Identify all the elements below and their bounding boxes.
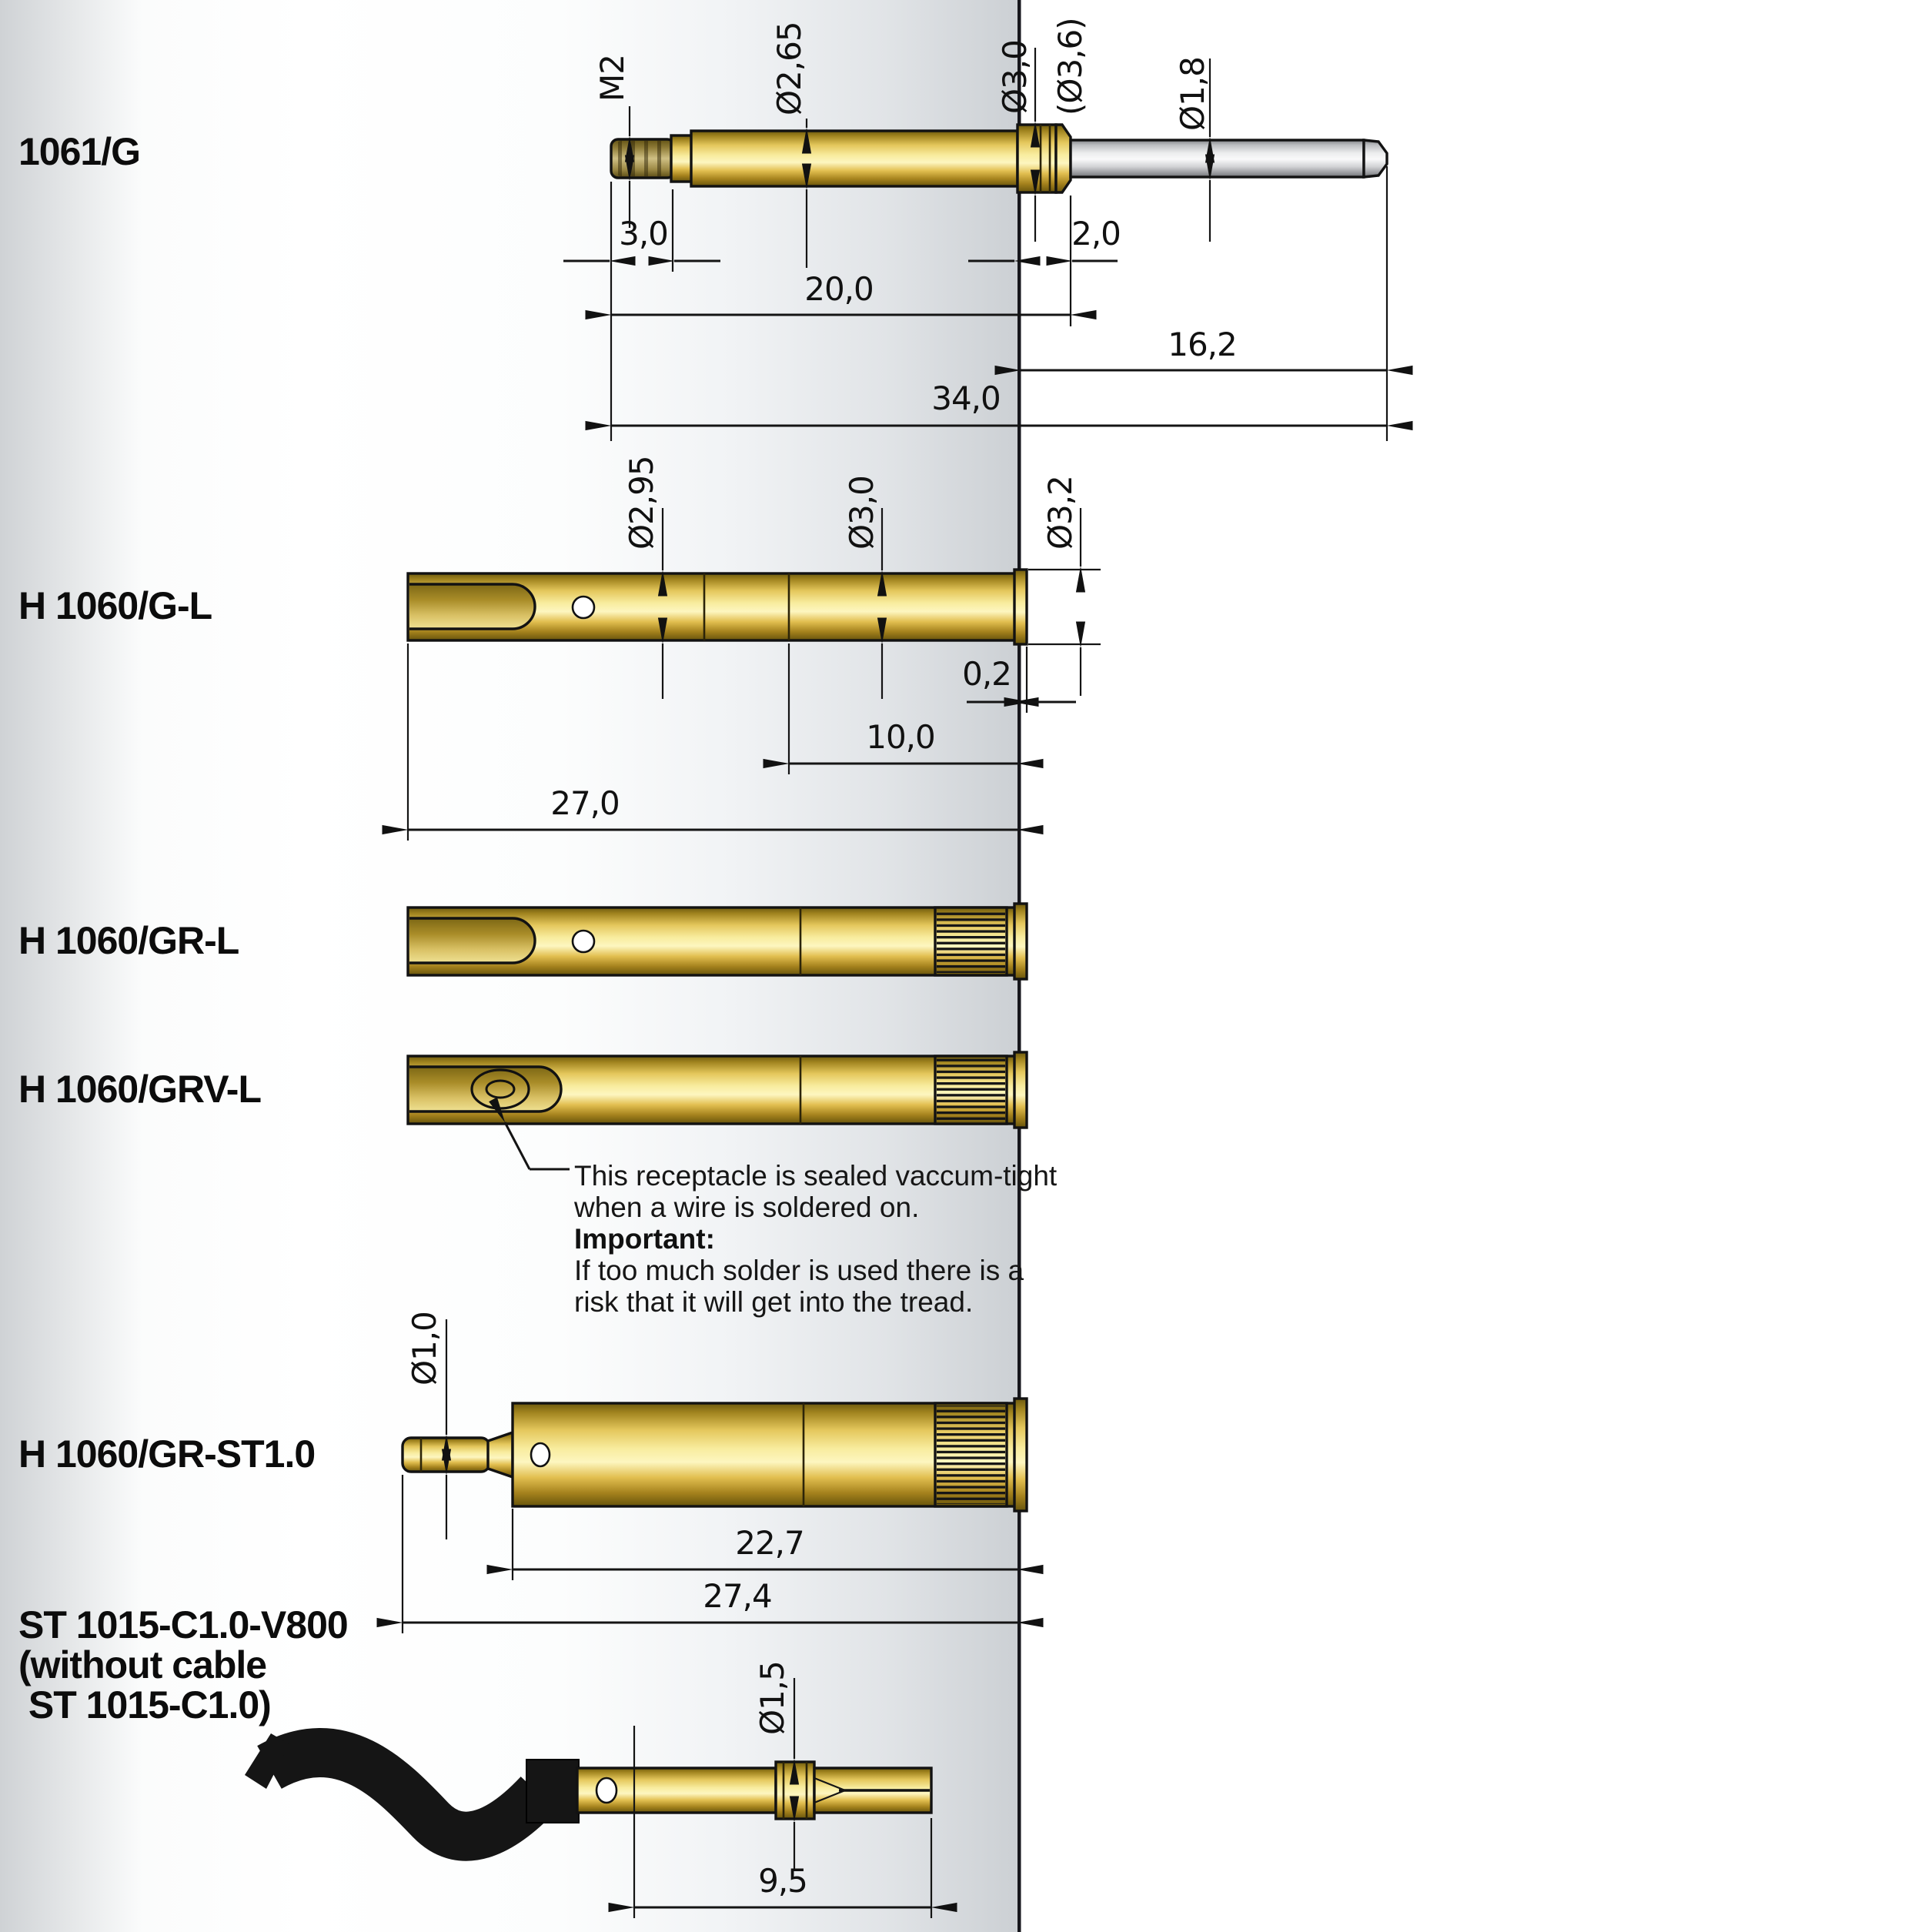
part-label-st1015-line1: ST 1015-C1.0-V800	[18, 1603, 348, 1646]
vent-hole	[571, 929, 596, 954]
dim-flange-dia: (Ø3,6)	[1051, 18, 1089, 115]
press-ring	[1013, 1051, 1028, 1129]
dim-ring-dia: Ø3,2	[1041, 476, 1079, 550]
part-label-1061g: 1061/G	[18, 130, 140, 173]
dim-tip-length: 16,2	[1168, 326, 1237, 363]
socket-tine-line	[814, 1777, 846, 1792]
part-label-h1060grl: H 1060/GR-L	[18, 919, 239, 962]
note-line-1: This receptacle is sealed vaccum-tight	[574, 1160, 1058, 1192]
probe-thread-texture	[616, 141, 673, 176]
part-label-h1060gl: H 1060/G-L	[18, 584, 212, 627]
dim-body-dia: Ø3,0	[843, 476, 880, 550]
part-label-st1015-line3: ST 1015-C1.0)	[18, 1683, 271, 1726]
part-label-h1060grst10: H 1060/GR-ST1.0	[18, 1432, 315, 1476]
dim-thread-length: 3,0	[619, 215, 668, 252]
vent-hole	[530, 1442, 551, 1468]
press-ring	[1013, 902, 1028, 981]
receptacle-h1060-g-l: H 1060/G-L Ø2,95 Ø3,0 Ø3,2 0,2 10,0 27,0	[18, 456, 1101, 841]
dim-collar-dia: Ø3,0	[996, 40, 1034, 114]
probe-thread-shoulder	[670, 134, 694, 183]
probe-barrel	[690, 129, 1019, 188]
dim-tip-dia: Ø1,8	[1174, 57, 1211, 131]
dim-total-length: 27,4	[703, 1577, 772, 1615]
solder-slot	[409, 583, 536, 630]
knurl-texture	[937, 1058, 1005, 1121]
press-ring	[1013, 1397, 1028, 1513]
cable-cut-end	[245, 1733, 289, 1789]
cable-connector-st1015: ST 1015-C1.0-V800 (without cable ST 1015…	[18, 1603, 957, 1918]
socket-tine-line	[814, 1789, 846, 1804]
knurl-texture	[937, 910, 1005, 973]
probe-collar-flange	[1054, 123, 1072, 194]
cable	[257, 1728, 557, 1861]
part-label-st1015-line2: (without cable	[18, 1643, 266, 1686]
note-line-4: If too much solder is used there is a	[574, 1255, 1024, 1286]
dim-pin-dia: Ø1,0	[406, 1312, 443, 1385]
press-ring	[1013, 568, 1028, 646]
receptacle-h1060-gr-l: H 1060/GR-L	[18, 902, 1028, 981]
receptacle-h1060-gr-st10: H 1060/GR-ST1.0 Ø1,0 22,7 27,4	[18, 1312, 1044, 1633]
dim-ring-length: 0,2	[962, 655, 1011, 693]
vent-hole	[595, 1777, 618, 1804]
probe-plunger	[1069, 139, 1365, 179]
dim-sleeve-dia: Ø1,5	[754, 1661, 791, 1735]
dim-thread-spec: M2	[593, 55, 631, 102]
note-line-3: Important:	[574, 1223, 715, 1255]
dim-total-length: 34,0	[931, 379, 1001, 417]
receptacle-h1060-grv-l: H 1060/GRV-L This receptacle is sealed v…	[18, 1051, 1058, 1318]
dim-body-length: 22,7	[735, 1524, 804, 1562]
knurl-texture	[937, 1406, 1005, 1504]
cable-boot	[526, 1759, 580, 1823]
solder-slot	[409, 917, 536, 964]
dim-bore-dia: Ø2,95	[623, 456, 660, 550]
dim-press-length: 10,0	[866, 718, 935, 756]
dim-total-length: 27,0	[550, 784, 620, 822]
dim-socket-length: 9,5	[758, 1862, 807, 1900]
probe-1061g: 1061/G M2 Ø2,65 Ø3,0 (Ø3,6) Ø1,8	[18, 18, 1413, 441]
connector-collar	[774, 1760, 816, 1820]
receptacle-body	[511, 1402, 1019, 1508]
note-line-5: risk that it will get into the tread.	[574, 1286, 973, 1318]
note-line-2: when a wire is soldered on.	[573, 1192, 919, 1223]
dim-barrel-length: 20,0	[804, 270, 874, 308]
solder-pin	[401, 1436, 491, 1473]
dim-collar-length: 2,0	[1071, 215, 1121, 252]
pin-cone	[486, 1430, 514, 1479]
probe-tip	[1362, 139, 1388, 179]
part-label-h1060grvl: H 1060/GRV-L	[18, 1068, 261, 1111]
vent-hole	[571, 595, 596, 620]
dim-barrel-dia: Ø2,65	[770, 22, 808, 115]
note-leader-arrow	[489, 1097, 531, 1170]
